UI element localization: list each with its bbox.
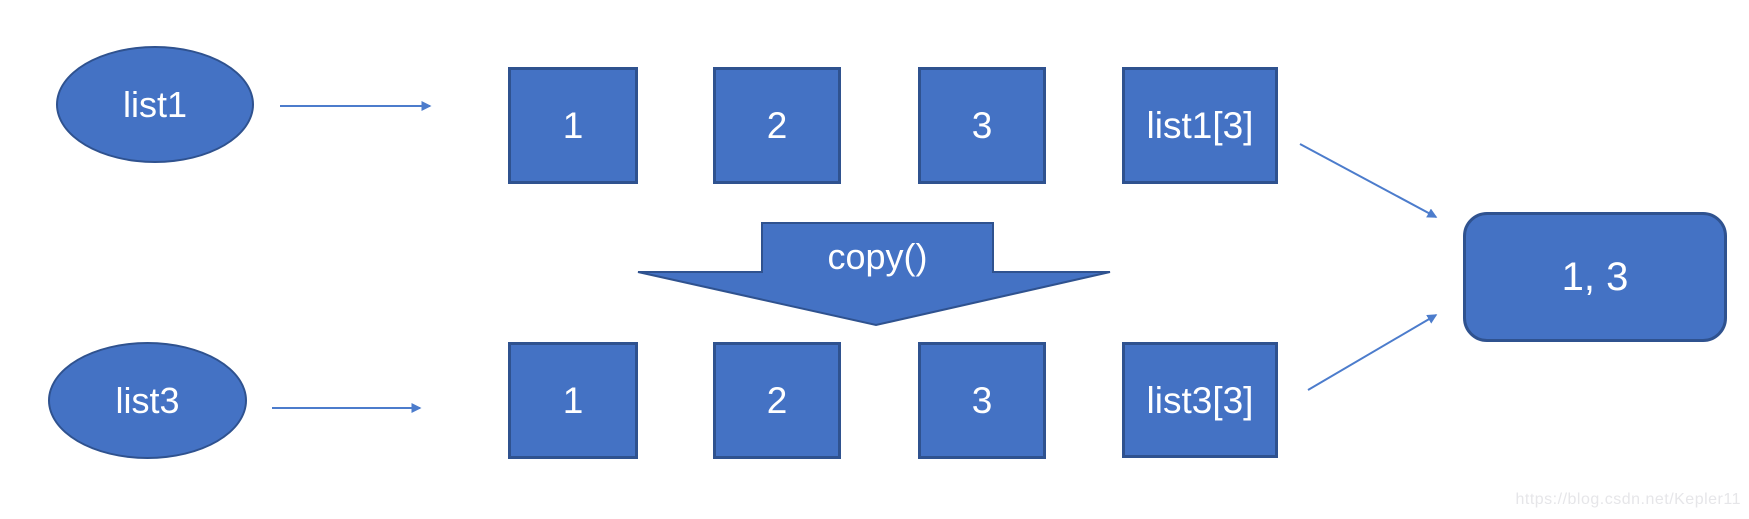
copy-operation-label: copy() — [762, 226, 993, 288]
list3-cell-tail: list3[3] — [1122, 342, 1278, 458]
list1-cell-2: 2 — [713, 67, 841, 184]
list1-node-label: list1 — [122, 83, 188, 125]
arrow-list1tail-to-result — [1299, 143, 1438, 218]
list3-node-label: list3 — [115, 379, 180, 421]
list3-node: list3 — [48, 342, 247, 459]
watermark-text: https://blog.csdn.net/Kepler11 — [1515, 491, 1741, 508]
list3-cell-2: 2 — [713, 342, 841, 459]
list1-cell-tail: list1[3] — [1122, 67, 1278, 184]
list3-cell-2-label: 2 — [766, 380, 788, 421]
list3-cell-3: 3 — [918, 342, 1046, 459]
list1-cell-1: 1 — [508, 67, 638, 184]
list1-cell-tail-label: list1[3] — [1146, 105, 1254, 146]
arrow-list3tail-to-result — [1307, 314, 1438, 391]
list1-cell-3: 3 — [918, 67, 1046, 184]
list1-cell-2-label: 2 — [766, 105, 788, 146]
list3-cell-1-label: 1 — [562, 380, 584, 421]
list3-cell-1: 1 — [508, 342, 638, 459]
result-node: 1, 3 — [1463, 212, 1727, 342]
list3-cell-3-label: 3 — [971, 380, 993, 421]
copy-down-block-arrow — [637, 222, 1111, 327]
result-node-label: 1, 3 — [1561, 255, 1629, 299]
copy-operation-text: copy() — [827, 236, 928, 277]
list1-node: list1 — [56, 46, 254, 163]
list3-cell-tail-label: list3[3] — [1146, 379, 1254, 421]
list1-cell-1-label: 1 — [562, 105, 584, 146]
list1-cell-3-label: 3 — [971, 105, 993, 146]
